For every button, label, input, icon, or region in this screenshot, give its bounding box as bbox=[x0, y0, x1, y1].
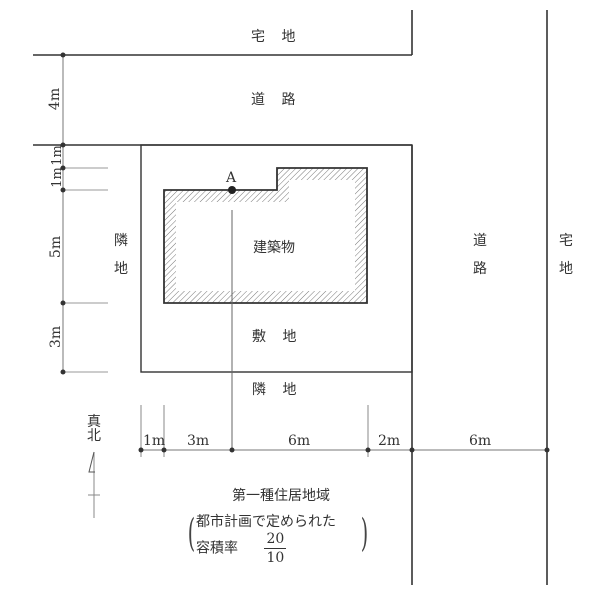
right-paren: ) bbox=[360, 511, 369, 555]
label-top-residential: 宅 地 bbox=[251, 29, 302, 45]
top-lot-boundary bbox=[33, 10, 413, 56]
dim-5m-text: 5m bbox=[48, 235, 65, 259]
zoning-district: 第一種住居地域 bbox=[232, 488, 330, 504]
label-top-road: 道 路 bbox=[251, 92, 302, 108]
label-true-north-1: 真 bbox=[87, 414, 101, 430]
left-dimension-line bbox=[60, 52, 108, 375]
label-left-neighbor-1: 隣 bbox=[114, 233, 128, 249]
label-left-neighbor: 隣 地 bbox=[113, 234, 129, 290]
label-true-north: 真 北 bbox=[86, 415, 102, 443]
dim-1m-b-text: 1m bbox=[49, 167, 65, 188]
label-right-road-1: 道 bbox=[473, 233, 487, 249]
label-right-residential-1: 宅 bbox=[559, 233, 573, 249]
label-bottom-neighbor: 隣 地 bbox=[252, 382, 303, 398]
dim-vertical-5m: 5m bbox=[48, 235, 65, 259]
label-right-road: 道 路 bbox=[472, 234, 488, 290]
far-numerator: 20 bbox=[264, 530, 287, 550]
far-label: 容積率 bbox=[196, 540, 238, 557]
label-right-road-2: 路 bbox=[473, 261, 487, 277]
label-building: 建築物 bbox=[253, 240, 295, 256]
dim-3m-text: 3m bbox=[48, 325, 65, 349]
dim-vertical-1m-a: 1m bbox=[49, 145, 65, 166]
left-paren: ( bbox=[187, 511, 196, 555]
site-boundary bbox=[140, 144, 413, 373]
far-denominator: 10 bbox=[266, 550, 285, 567]
label-left-neighbor-2: 地 bbox=[114, 261, 128, 277]
label-true-north-2: 北 bbox=[87, 428, 101, 444]
dim-vertical-4m: 4m bbox=[47, 87, 64, 111]
label-point-a: A bbox=[226, 170, 237, 186]
north-arrow-icon bbox=[88, 451, 100, 518]
dim-horizontal-6m-a: 6m bbox=[288, 433, 311, 449]
zoning-note-line2: 容積率 20 10 bbox=[196, 530, 366, 567]
point-a-marker bbox=[228, 186, 236, 194]
zoning-note-line1: 都市計画で定められた bbox=[196, 514, 336, 530]
label-right-residential-2: 地 bbox=[559, 261, 573, 277]
bottom-dimension-line bbox=[138, 405, 550, 457]
far-ratio: 20 10 bbox=[264, 530, 287, 567]
dim-vertical-3m: 3m bbox=[48, 325, 65, 349]
label-right-residential: 宅 地 bbox=[558, 234, 574, 290]
dim-horizontal-3m: 3m bbox=[187, 433, 210, 449]
dim-1m-a-text: 1m bbox=[49, 145, 65, 166]
dim-horizontal-1m: 1m bbox=[143, 433, 166, 449]
building-outline bbox=[163, 167, 368, 304]
dim-horizontal-2m: 2m bbox=[378, 433, 401, 449]
dim-horizontal-6m-b: 6m bbox=[469, 433, 492, 449]
dim-vertical-1m-b: 1m bbox=[49, 167, 65, 188]
label-site: 敷 地 bbox=[252, 329, 303, 345]
